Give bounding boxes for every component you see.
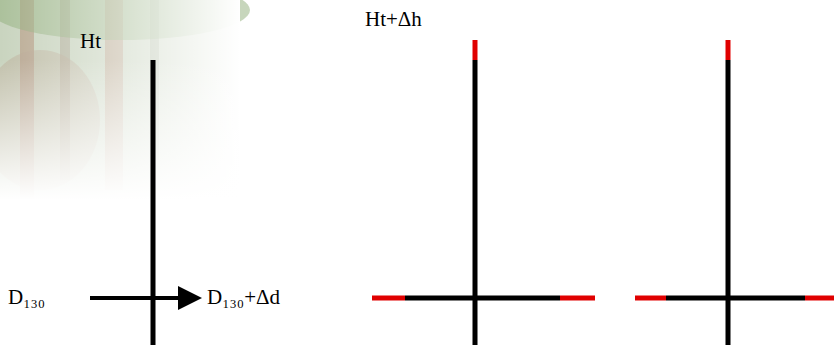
diameter-increment — [635, 296, 666, 301]
axis-label: D₁₃₀+Δd — [207, 286, 280, 309]
cross-three — [635, 40, 834, 345]
forest-background — [0, 0, 250, 200]
cross-two — [372, 40, 595, 345]
diameter-axis — [405, 296, 560, 301]
diameter-arrow — [90, 296, 198, 300]
diameter-increment — [805, 296, 834, 301]
diameter-increment — [560, 296, 595, 301]
height-axis — [726, 60, 731, 345]
axis-label: D₁₃₀ — [8, 286, 45, 309]
axis-label: Ht — [80, 30, 101, 53]
diameter-increment — [372, 296, 405, 301]
height-increment — [726, 40, 731, 60]
height-axis — [473, 60, 478, 345]
cross-one — [90, 60, 198, 345]
axis-label: Ht+Δh — [365, 8, 422, 31]
height-increment — [473, 40, 478, 60]
diameter-axis — [666, 296, 805, 301]
height-axis — [151, 60, 156, 345]
